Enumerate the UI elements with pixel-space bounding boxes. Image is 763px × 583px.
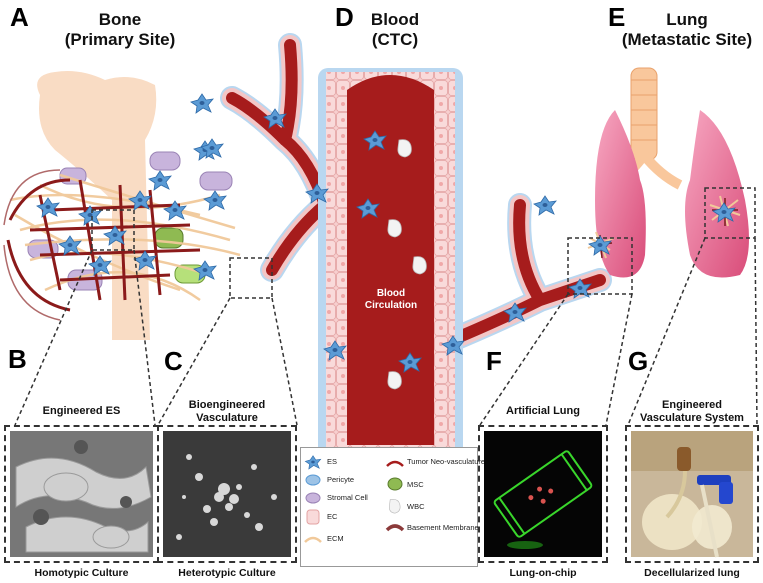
- panel-b-image-frame: [4, 425, 159, 563]
- vessel-label: Blood Circulation: [348, 288, 434, 312]
- panel-a-title-line2: (Primary Site): [64, 29, 176, 49]
- panel-a-title-line1: Bone: [98, 10, 142, 29]
- panel-d-title-line2: (CTC): [371, 29, 419, 49]
- panel-f-image-frame: [478, 425, 608, 563]
- sem-image-heterotypic: [163, 431, 291, 557]
- panel-c-caption: Heterotypic Culture: [178, 567, 276, 579]
- panel-d-title-line1: Blood: [370, 10, 420, 29]
- blood-vessel-illustration: [190, 33, 612, 460]
- decellularized-lung-photo: [631, 431, 753, 558]
- sem-image-homotypic: [10, 431, 153, 557]
- panel-c-title: Bioengineered Vasculature: [157, 399, 297, 425]
- lung-on-chip-image: [484, 431, 602, 557]
- legend-item-stromal-cell: Stromal Cell: [327, 493, 368, 502]
- legend-item-wbc: WBC: [407, 502, 425, 511]
- panel-a-title: Bone (Primary Site): [45, 10, 195, 49]
- panel-e-title: Lung (Metastatic Site): [612, 10, 762, 49]
- panel-letter-a: A: [10, 2, 29, 32]
- panel-letter-f: F: [486, 346, 502, 376]
- panel-g-image-frame: [625, 425, 759, 563]
- panel-g-title-line1: Engineered: [662, 399, 722, 411]
- panel-d-title: Blood (CTC): [355, 10, 435, 49]
- lung-illustration: [587, 67, 749, 278]
- panel-c-image-frame: [157, 425, 297, 563]
- panel-g-title: Engineered Vasculature System: [625, 399, 759, 425]
- legend-swatches: [304, 455, 405, 543]
- legend-item-pericyte: Pericyte: [327, 475, 355, 484]
- panel-f-caption: Lung-on-chip: [509, 567, 577, 579]
- legend-item-basement-membrane: Basement Membrane: [407, 523, 479, 532]
- panel-g-caption: Decellularized lung: [644, 567, 740, 579]
- legend-item-es: ES: [327, 457, 338, 466]
- panel-c-title-line2: Vasculature: [196, 412, 258, 425]
- panel-letter-c: C: [164, 346, 183, 376]
- panel-letter-b: B: [8, 344, 27, 374]
- panel-b-caption: Homotypic Culture: [34, 567, 129, 579]
- panel-c-title-line1: Bioengineered: [188, 399, 266, 411]
- legend: ES Pericyte Stromal Cell EC ECM Tumor Ne…: [300, 447, 485, 567]
- panel-letter-g: G: [628, 346, 649, 376]
- vessel-label-line1: Blood: [376, 288, 406, 299]
- bone-illustration: [3, 71, 241, 340]
- panel-letter-e: E: [608, 2, 626, 32]
- legend-item-tumor-neo-vasculature: Tumor Neo-vasculature: [407, 457, 486, 466]
- panel-letter-d: D: [335, 2, 354, 32]
- legend-item-ec: EC: [327, 512, 338, 521]
- legend-item-msc: MSC: [407, 480, 424, 489]
- panel-g-title-line2: Vasculature System: [640, 412, 744, 425]
- vessel-label-line2: Circulation: [364, 300, 418, 311]
- panel-f-title: Artificial Lung: [506, 405, 580, 417]
- zoom-connectors: [14, 187, 758, 426]
- panel-e-title-line2: (Metastatic Site): [621, 29, 753, 49]
- legend-item-ecm: ECM: [327, 534, 344, 543]
- panel-e-title-line1: Lung: [666, 10, 708, 29]
- panel-b-title: Engineered ES: [42, 405, 121, 417]
